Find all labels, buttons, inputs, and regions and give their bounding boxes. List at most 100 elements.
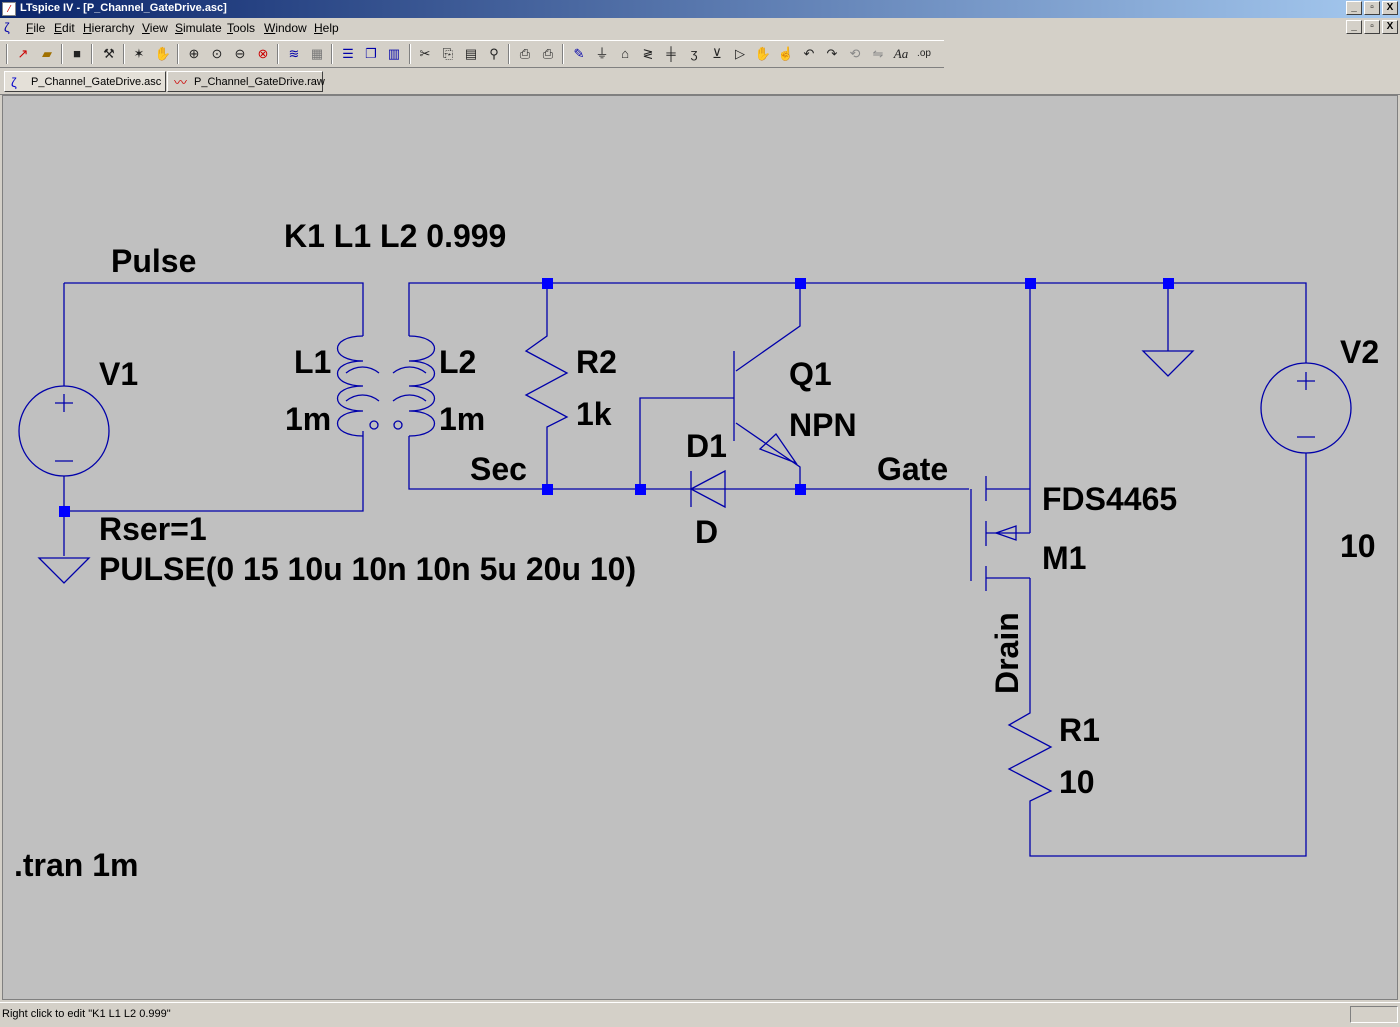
- wire[interactable]: [408, 282, 1307, 363]
- net-label-sec[interactable]: Sec: [470, 451, 527, 487]
- spice-directive-icon[interactable]: .op: [917, 48, 931, 59]
- menu-tools[interactable]: Tools: [227, 21, 256, 35]
- r2-name[interactable]: R2: [576, 344, 617, 380]
- new-schematic-icon[interactable]: ↗: [17, 46, 29, 61]
- undo-icon[interactable]: ↶: [803, 46, 815, 61]
- v2-value[interactable]: 10: [1340, 528, 1376, 564]
- tile-vertical-icon[interactable]: ▥: [387, 46, 401, 61]
- m1-name[interactable]: M1: [1042, 540, 1087, 576]
- open-icon[interactable]: ▰: [42, 46, 52, 61]
- l2-name[interactable]: L2: [439, 344, 477, 380]
- schematic-canvas[interactable]: Pulse K1 L1 L2 0.999 V1 L1 1m L2 1m R2 1…: [2, 95, 1398, 1000]
- drag-icon[interactable]: ☝: [777, 46, 795, 61]
- close-button[interactable]: X: [1382, 1, 1398, 15]
- find-icon[interactable]: ⚲: [489, 46, 499, 61]
- wire[interactable]: [735, 283, 801, 372]
- component-icon[interactable]: ▷: [735, 46, 745, 61]
- cut-icon[interactable]: ✂: [419, 46, 431, 61]
- inductor-l2[interactable]: [408, 335, 436, 437]
- net-label-drain[interactable]: Drain: [989, 612, 1025, 694]
- wire[interactable]: [639, 397, 734, 489]
- l1-value[interactable]: 1m: [285, 401, 332, 437]
- d1-model[interactable]: D: [695, 514, 719, 550]
- doc-restore-button[interactable]: ▫: [1364, 20, 1380, 34]
- text-icon[interactable]: Aa: [893, 46, 909, 61]
- ground-symbol[interactable]: [1141, 283, 1195, 377]
- net-label-pulse[interactable]: Pulse: [111, 243, 197, 279]
- pan-icon[interactable]: ⊙: [211, 46, 223, 61]
- v1-pulse-spec[interactable]: PULSE(0 15 10u 10n 10n 5u 20u 10): [99, 551, 637, 587]
- run-icon[interactable]: ✶: [133, 46, 145, 61]
- r1-name[interactable]: R1: [1059, 712, 1100, 748]
- halt-icon[interactable]: ✋: [154, 46, 172, 61]
- restore-button[interactable]: ▫: [1364, 1, 1380, 15]
- inductor-icon[interactable]: ʒ: [690, 46, 698, 61]
- redo-icon[interactable]: ↷: [826, 46, 838, 61]
- document-icon[interactable]: ζ: [4, 20, 10, 35]
- tab-waveform[interactable]: 〰 P_Channel_GateDrive.raw: [167, 71, 325, 92]
- move-icon[interactable]: ✋: [754, 46, 772, 61]
- q1-name[interactable]: Q1: [789, 356, 832, 392]
- diode-icon[interactable]: ⊻: [712, 46, 722, 61]
- v1-rser[interactable]: Rser=1: [99, 511, 207, 547]
- r1-value[interactable]: 10: [1059, 764, 1095, 800]
- v1-name[interactable]: V1: [99, 356, 139, 392]
- toolbar-separator: [562, 44, 564, 64]
- tab-schematic[interactable]: ζ P_Channel_GateDrive.asc: [4, 71, 166, 92]
- m1-model[interactable]: FDS4465: [1042, 481, 1178, 517]
- grid-icon[interactable]: ▦: [310, 46, 324, 61]
- coupling-directive[interactable]: K1 L1 L2 0.999: [284, 218, 507, 254]
- wire[interactable]: [64, 282, 364, 336]
- zoom-out-icon[interactable]: ⊖: [234, 46, 246, 61]
- zoom-fit-icon[interactable]: ⊗: [257, 46, 269, 61]
- doc-minimize-button[interactable]: _: [1346, 20, 1362, 34]
- l2-value[interactable]: 1m: [439, 401, 486, 437]
- v2-name[interactable]: V2: [1340, 334, 1380, 370]
- menu-file[interactable]: File: [26, 21, 46, 35]
- minimize-button[interactable]: _: [1346, 1, 1362, 15]
- status-panel: [1350, 1006, 1398, 1023]
- status-text: Right click to edit "K1 L1 L2 0.999": [2, 1008, 171, 1020]
- rotate-icon[interactable]: ⟲: [849, 46, 861, 61]
- junction-dot: [795, 484, 806, 495]
- zoom-in-icon[interactable]: ⊕: [188, 46, 200, 61]
- d1-name[interactable]: D1: [686, 428, 727, 464]
- inductor-l1[interactable]: [336, 335, 364, 437]
- menu-hierarchy[interactable]: Hierarchy: [83, 21, 135, 35]
- mirror-icon[interactable]: ⇋: [872, 46, 884, 61]
- doc-close-button[interactable]: X: [1382, 20, 1398, 34]
- voltage-source-v1[interactable]: [18, 385, 110, 477]
- menu-view[interactable]: View: [142, 21, 168, 35]
- tile-horizontal-icon[interactable]: ☰: [342, 46, 354, 61]
- wire[interactable]: [63, 431, 364, 512]
- resistor-r1[interactable]: [1007, 453, 1307, 857]
- label-net-icon[interactable]: ⌂: [621, 46, 629, 61]
- menu-edit[interactable]: Edit: [54, 21, 75, 35]
- control-panel-icon[interactable]: ⚒: [103, 46, 115, 61]
- net-label-gate[interactable]: Gate: [877, 451, 949, 487]
- print-icon[interactable]: ⎙: [542, 46, 554, 61]
- copy-icon[interactable]: ⎘: [442, 46, 454, 61]
- voltage-source-v2[interactable]: [1260, 362, 1352, 454]
- ground-symbol[interactable]: [37, 557, 91, 584]
- resistor-r2[interactable]: [524, 283, 569, 489]
- menu-window[interactable]: Window: [264, 21, 307, 35]
- capacitor-icon[interactable]: ╪: [666, 46, 676, 61]
- document-controls: _ ▫ X: [1346, 20, 1398, 34]
- resistor-icon[interactable]: ≷: [642, 46, 654, 61]
- menu-simulate[interactable]: Simulate: [175, 21, 222, 35]
- save-icon[interactable]: ■: [73, 46, 81, 61]
- junction-dot: [542, 484, 553, 495]
- print-preview-icon[interactable]: ⎙: [519, 46, 531, 61]
- cascade-icon[interactable]: ❐: [365, 46, 377, 61]
- paste-icon[interactable]: ▤: [464, 46, 478, 61]
- tran-directive[interactable]: .tran 1m: [14, 847, 139, 883]
- ground-icon[interactable]: ⏚: [595, 46, 609, 61]
- autorange-icon[interactable]: ≋: [288, 46, 300, 61]
- menu-help[interactable]: Help: [314, 21, 339, 35]
- r2-value[interactable]: 1k: [576, 396, 612, 432]
- wire-icon[interactable]: ✎: [573, 46, 585, 61]
- l1-name[interactable]: L1: [294, 344, 332, 380]
- wire[interactable]: [408, 436, 969, 490]
- q1-model[interactable]: NPN: [789, 407, 857, 443]
